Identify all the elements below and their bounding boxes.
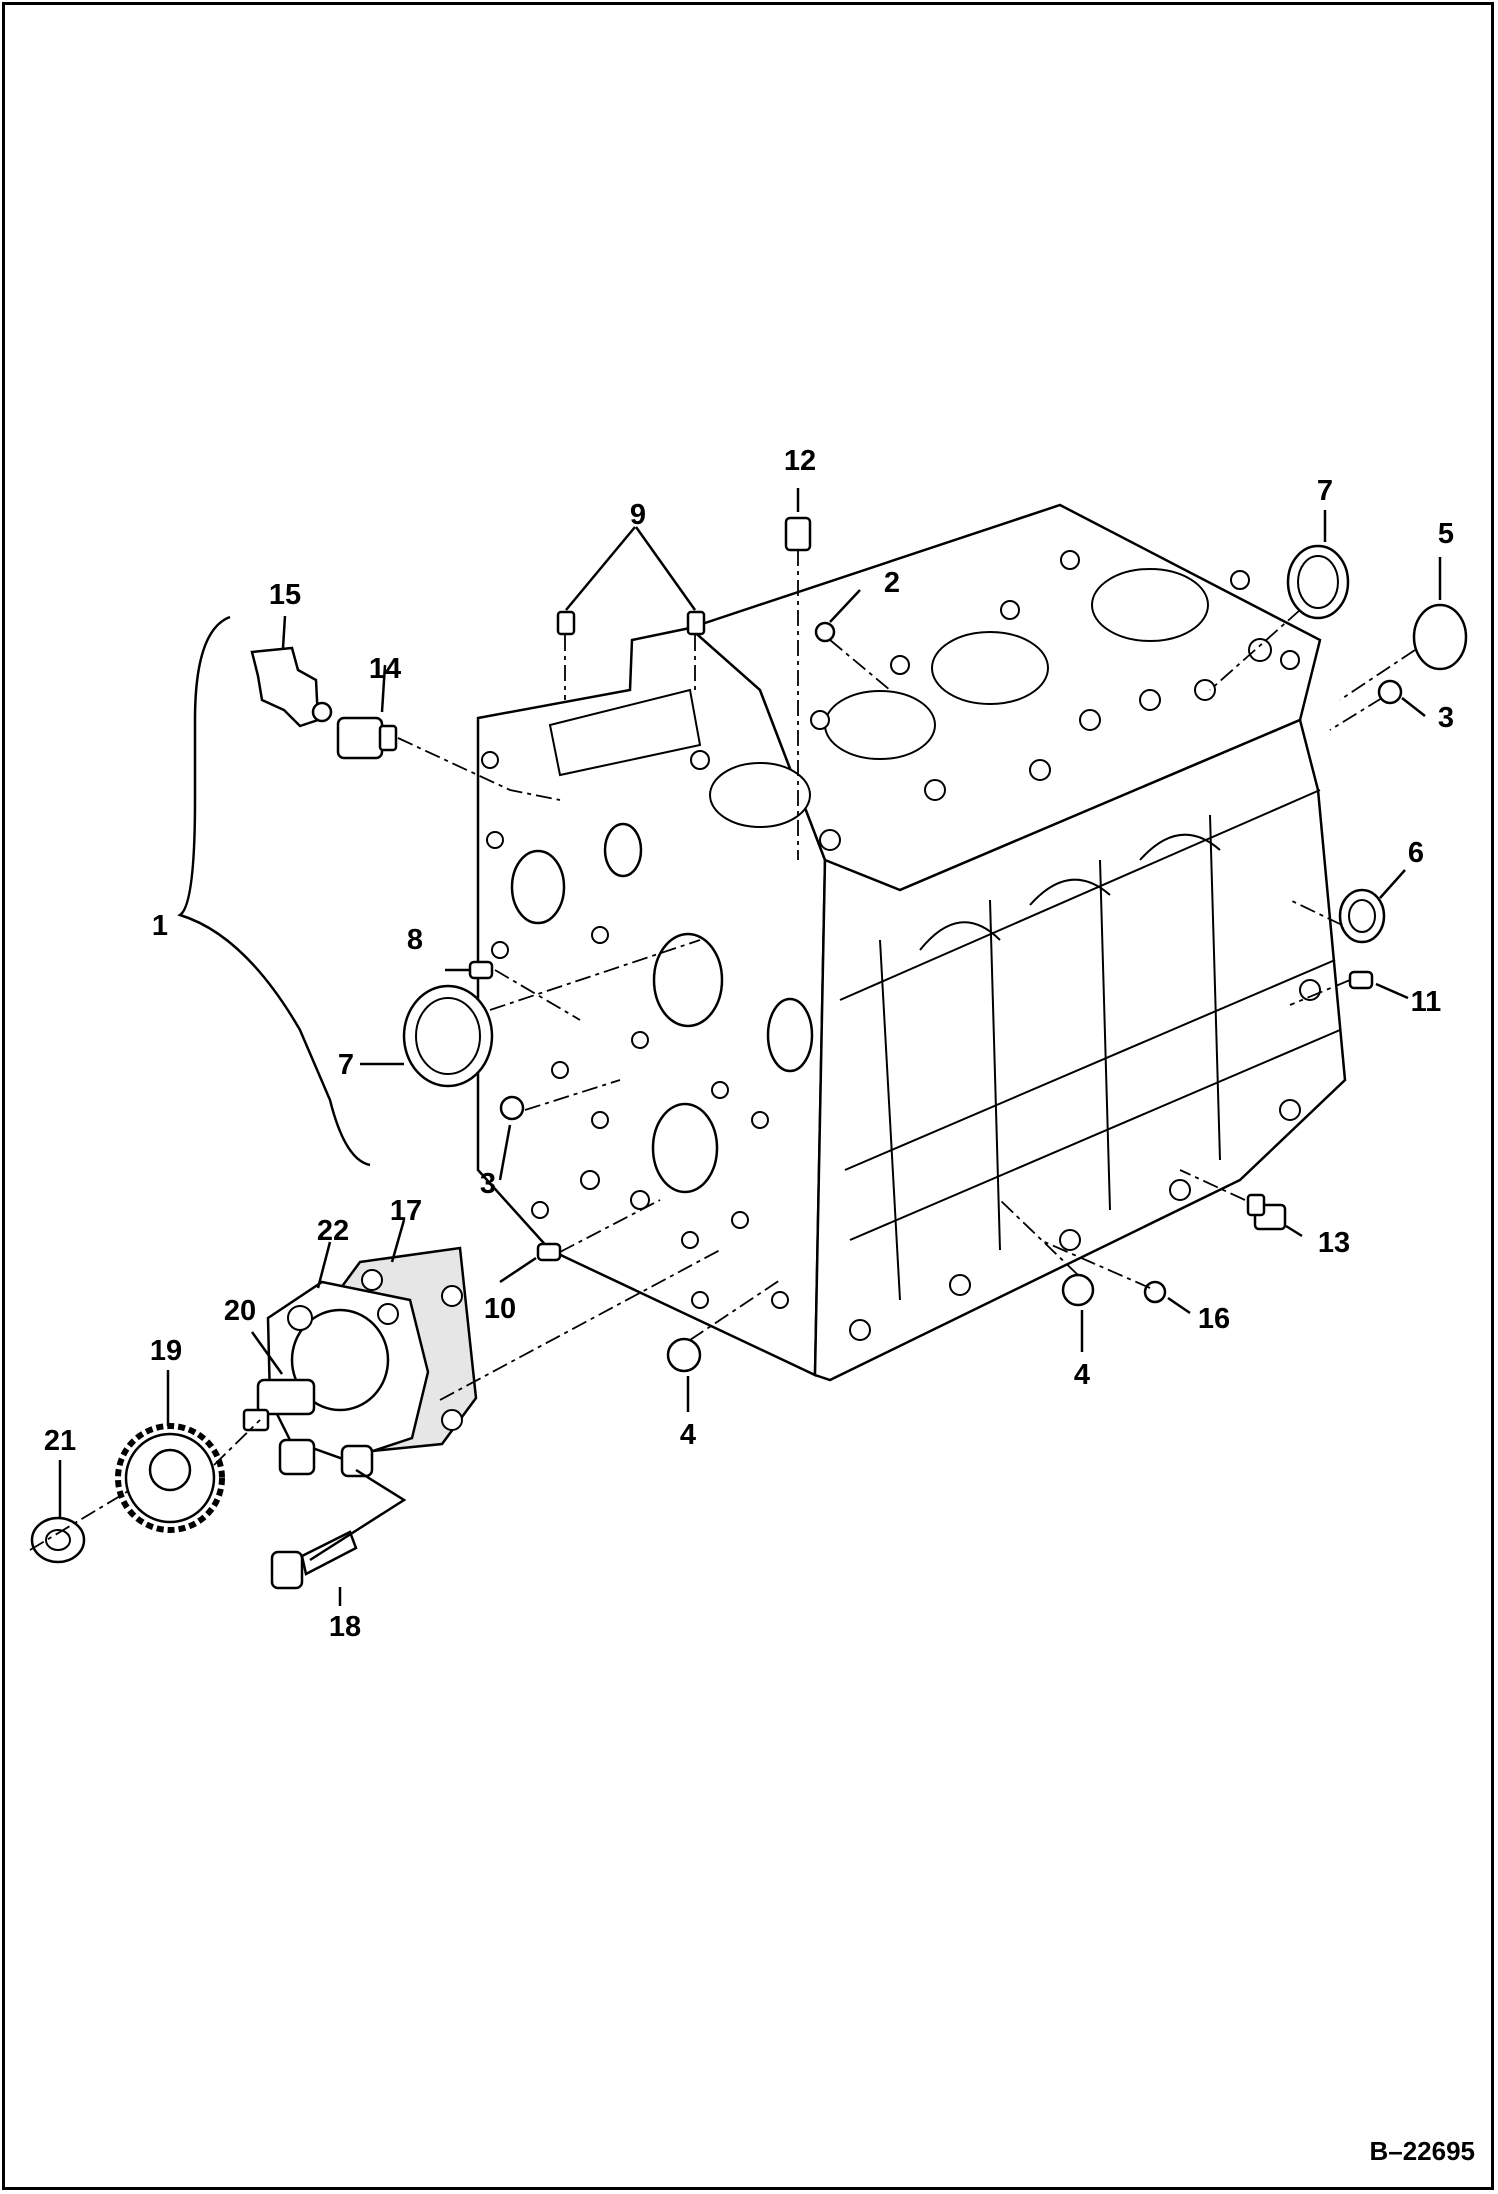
pin-11 [1348, 970, 1374, 990]
oil-pump-body [266, 1280, 430, 1462]
pump-mount-bolt [270, 1530, 358, 1590]
cup-plug-lower [402, 984, 494, 1088]
callout-label: 10 [484, 1293, 516, 1325]
leader-lines [58, 488, 1442, 1606]
plug-part [814, 621, 836, 643]
callout-label: 22 [317, 1215, 349, 1247]
callout-label: 4 [680, 1419, 696, 1451]
pump-shaft [242, 1378, 316, 1432]
callout-label: 5 [1438, 518, 1454, 550]
callout-label: 18 [329, 1611, 361, 1643]
callout-label: 21 [44, 1425, 76, 1457]
cap-plug-left [666, 1337, 702, 1373]
pin-10 [536, 1242, 562, 1262]
callout-label: 9 [630, 499, 646, 531]
water-joint [250, 646, 333, 728]
callout-label: 12 [784, 445, 816, 477]
callout-label: 17 [390, 1195, 422, 1227]
pipe-part [784, 516, 812, 552]
callout-label: 7 [1317, 475, 1333, 507]
oil-seal [1338, 888, 1386, 944]
cap-plug-right [1061, 1273, 1095, 1307]
assembly-centerlines [29, 550, 1416, 1562]
plug-16 [1143, 1280, 1167, 1304]
pump-bolts [278, 1438, 374, 1478]
callout-label: 14 [369, 653, 401, 685]
callout-label: 2 [884, 567, 900, 599]
nut [30, 1516, 86, 1564]
callout-label: 4 [1074, 1359, 1090, 1391]
callout-label: 3 [1438, 702, 1454, 734]
callout-label: 16 [1198, 1303, 1230, 1335]
callout-label: 13 [1318, 1227, 1350, 1259]
callout-label: 19 [150, 1335, 182, 1367]
callout-label: 3 [480, 1168, 496, 1200]
callout-label: 20 [224, 1295, 256, 1327]
callout-label: 7 [338, 1049, 354, 1081]
drive-gear [115, 1423, 225, 1533]
dowel-pins [556, 610, 706, 636]
oil-pressure-switch [336, 716, 398, 760]
callout-label: 11 [1411, 986, 1442, 1018]
callout-labels: 1 2 3 3 4 4 5 6 7 7 8 9 10 11 12 13 14 1… [44, 445, 1454, 1643]
drawing-reference-number: B–22695 [1369, 2136, 1475, 2166]
drain-bolt [1246, 1193, 1287, 1231]
drain-plug-upper [1377, 679, 1403, 705]
callout-label: 8 [407, 924, 423, 956]
drain-plug-lower [499, 1095, 525, 1121]
callout-label: 6 [1408, 837, 1424, 869]
callout-label: 1 [152, 910, 168, 942]
cylinder-block [476, 503, 1347, 1382]
expansion-plug [1412, 603, 1468, 671]
callout-label: 15 [269, 579, 301, 611]
pin-8 [468, 960, 494, 980]
cup-plug-upper [1286, 544, 1350, 620]
